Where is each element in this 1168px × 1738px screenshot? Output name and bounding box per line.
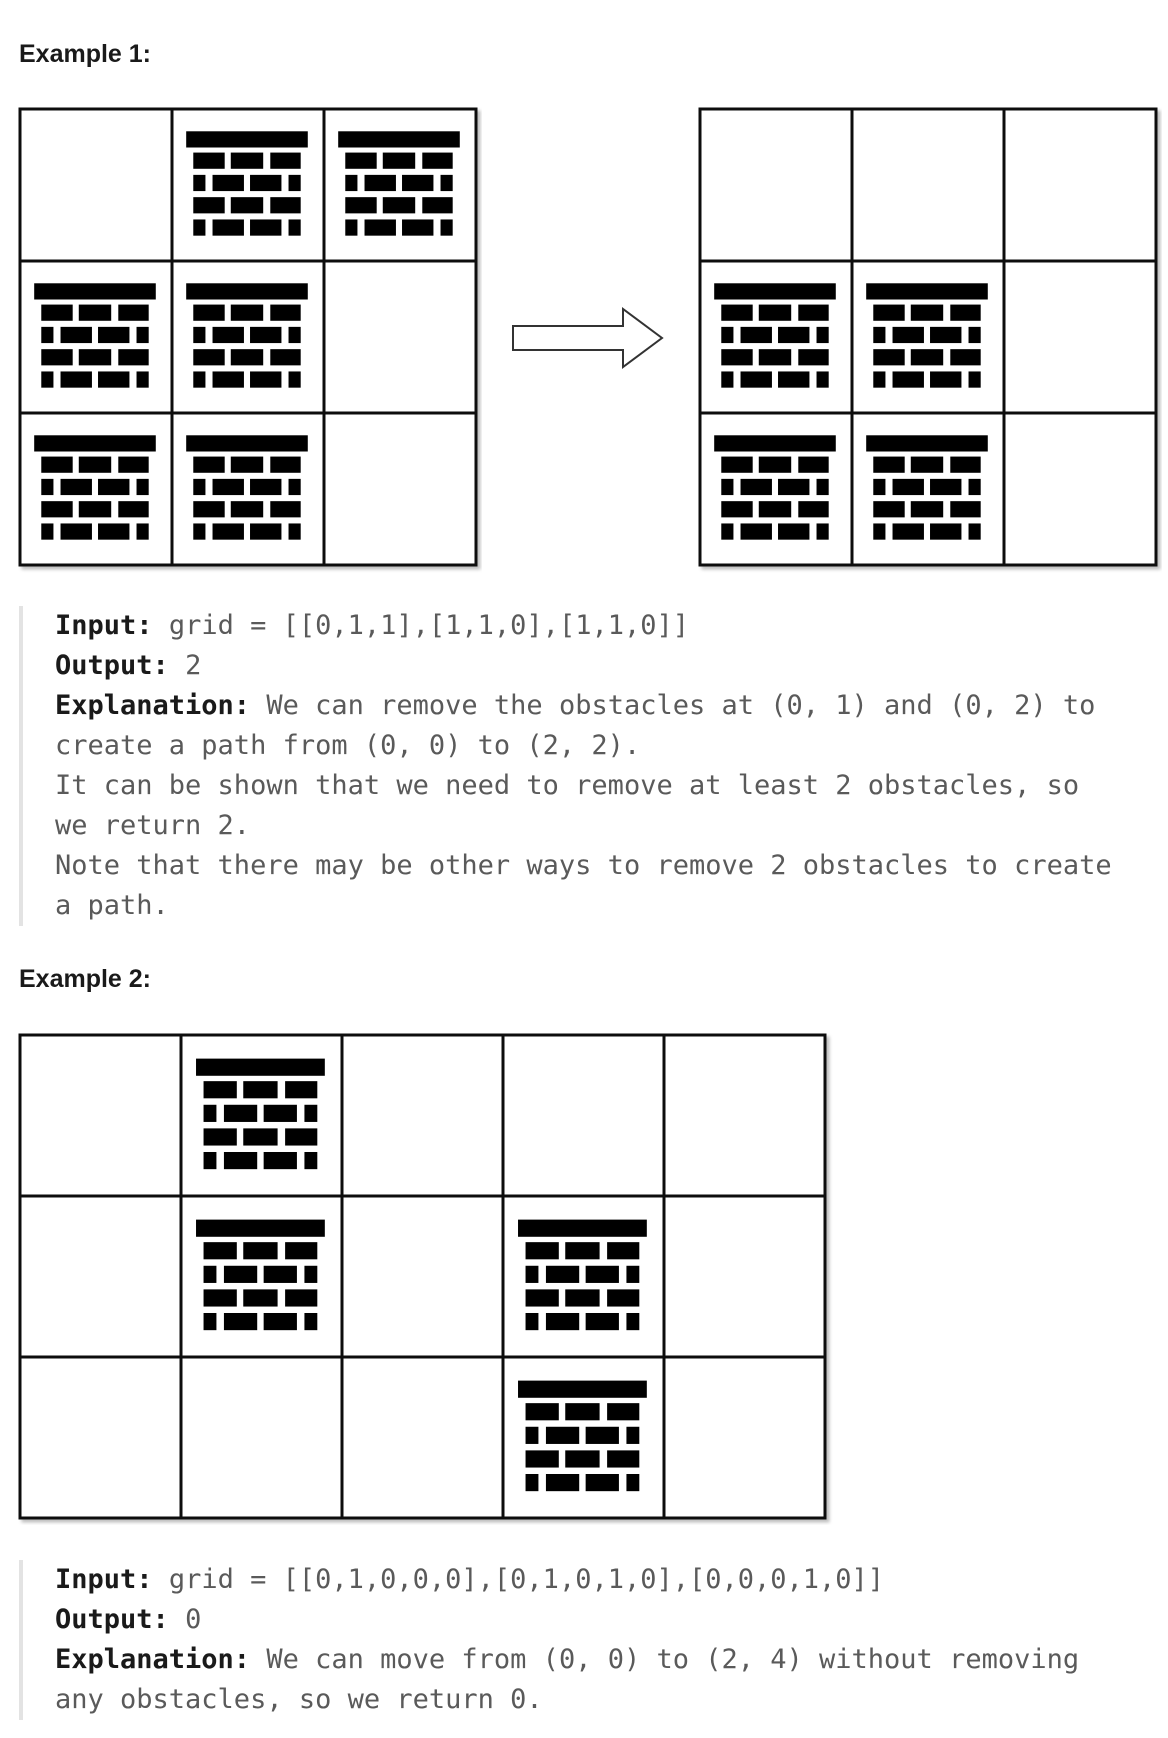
grid-cell-empty <box>662 1355 827 1520</box>
grid-cell-empty <box>1002 107 1158 263</box>
example-2-heading: Example 2: <box>19 965 152 993</box>
output-value: 2 <box>185 650 202 681</box>
example-1-heading: Example 1: <box>19 40 152 68</box>
explanation-label: Explanation: <box>55 690 251 721</box>
input-value: grid = [[0,1,1],[1,1,0],[1,1,0]] <box>168 610 689 641</box>
grid-cell-empty <box>662 1033 827 1198</box>
example-2-grid <box>18 1033 827 1520</box>
grid-cell-empty <box>662 1194 827 1359</box>
example-1-after-grid <box>698 107 1158 567</box>
example-1-before-grid <box>18 107 478 567</box>
explanation-text: It can be shown that we need to remove a… <box>55 770 1080 841</box>
output-label: Output: <box>55 1604 169 1635</box>
example-1-block: Input: grid = [[0,1,1],[1,1,0],[1,1,0]] O… <box>19 606 1119 926</box>
grid-cell-empty <box>18 1355 183 1520</box>
grid-cell-empty <box>340 1033 505 1198</box>
grid-cell-empty <box>1002 259 1158 415</box>
explanation-label: Explanation: <box>55 1644 251 1675</box>
grid-cell-empty <box>340 1355 505 1520</box>
grid-cell-empty <box>179 1355 344 1520</box>
grid-cell-empty <box>340 1194 505 1359</box>
grid-cell-empty <box>322 259 478 415</box>
grid-cell-empty <box>18 107 174 263</box>
grid-cell-empty <box>850 107 1006 263</box>
grid-cell-empty <box>1002 411 1158 567</box>
right-arrow-icon <box>512 307 664 369</box>
grid-cell-empty <box>322 411 478 567</box>
output-label: Output: <box>55 650 169 681</box>
grid-cell-empty <box>18 1033 183 1198</box>
grid-cell-empty <box>501 1033 666 1198</box>
grid-cell-empty <box>698 107 854 263</box>
grid-cell-empty <box>18 1194 183 1359</box>
output-value: 0 <box>185 1604 202 1635</box>
explanation-text: Note that there may be other ways to rem… <box>55 850 1112 921</box>
input-label: Input: <box>55 1564 153 1595</box>
explanation-text: We can move from (0, 0) to (2, 4) withou… <box>55 1644 1080 1715</box>
input-value: grid = [[0,1,0,0,0],[0,1,0,1,0],[0,0,0,1… <box>168 1564 885 1595</box>
explanation-text: We can remove the obstacles at (0, 1) an… <box>55 690 1096 761</box>
example-2-block: Input: grid = [[0,1,0,0,0],[0,1,0,1,0],[… <box>19 1560 1119 1720</box>
input-label: Input: <box>55 610 153 641</box>
